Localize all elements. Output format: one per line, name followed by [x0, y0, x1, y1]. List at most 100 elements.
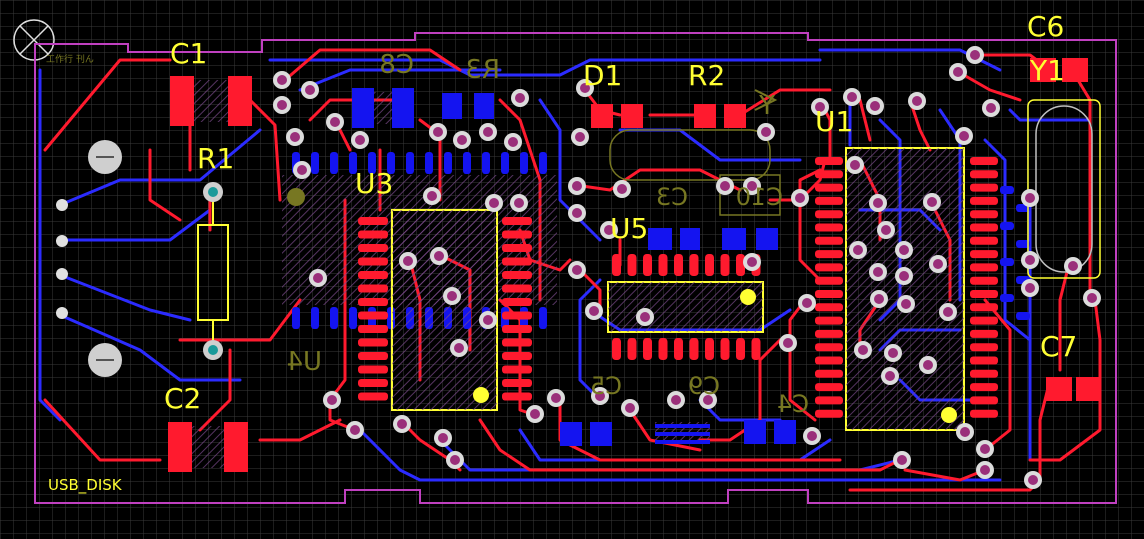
u5-pin: [705, 254, 714, 276]
label-r1: R1: [197, 142, 234, 175]
u1-pin: [970, 236, 998, 245]
u3-pin: [358, 257, 388, 266]
u1-pin: [970, 263, 998, 272]
via-hole: [483, 127, 493, 137]
u1-pin: [815, 396, 843, 405]
u5-pin: [643, 254, 652, 276]
u1-pin: [815, 409, 843, 418]
via-hole: [703, 395, 713, 405]
label-c1: C1: [170, 37, 207, 70]
u5-pin: [674, 338, 683, 360]
u4-pin: [311, 307, 319, 329]
usb-connector: [56, 140, 122, 377]
label-d1: D1: [583, 59, 622, 92]
via-hole: [897, 455, 907, 465]
u1-pin: [970, 223, 998, 232]
via-hole: [912, 96, 922, 106]
u1-pin: [970, 409, 998, 418]
u3-pin: [502, 311, 532, 320]
label-c10: C10: [736, 183, 783, 211]
via-hole: [551, 393, 561, 403]
label-c5: C5: [590, 372, 622, 400]
u1-pin: [970, 369, 998, 378]
u3-pin: [358, 311, 388, 320]
component-c8: [352, 88, 414, 128]
u1-pin: [970, 343, 998, 352]
u1-bottom-pin: [1016, 240, 1030, 248]
via-hole: [901, 299, 911, 309]
via-hole: [572, 181, 582, 191]
u5-pin: [751, 338, 761, 360]
u3-pin: [502, 325, 532, 333]
label-u1: U1: [815, 105, 853, 138]
via-hole: [530, 409, 540, 419]
via-hole: [960, 427, 970, 437]
via-hole: [959, 131, 969, 141]
via-hole: [927, 197, 937, 207]
label-u5: U5: [610, 212, 648, 245]
via-hole: [305, 85, 315, 95]
u3-pin: [358, 392, 388, 401]
fiducial-mark: [287, 188, 305, 206]
via-hole: [595, 391, 605, 401]
component-u1: [815, 147, 1030, 431]
via-hole: [330, 117, 340, 127]
u1-pin: [815, 196, 843, 205]
u3-pin: [358, 298, 388, 306]
u4-pin: [539, 152, 547, 174]
u1-pin: [970, 329, 998, 338]
via-hole: [747, 181, 757, 191]
u5-pin: [627, 338, 637, 360]
via-hole: [720, 181, 730, 191]
via-hole: [881, 225, 891, 235]
u5-pin: [612, 338, 621, 360]
board-name-label: USB_DISK: [48, 476, 123, 495]
u4-pin: [501, 152, 509, 174]
via-hole: [489, 198, 499, 208]
component-c4: [744, 420, 796, 444]
u1-pin: [970, 303, 998, 312]
component-c1: [170, 76, 252, 126]
component-c2: [168, 422, 248, 472]
via-hole: [943, 307, 953, 317]
via-hole: [873, 198, 883, 208]
u5-pin: [736, 338, 745, 360]
via-hole: [350, 425, 360, 435]
u3-pin: [358, 230, 388, 239]
u3-pin: [358, 325, 388, 333]
via-hole: [313, 273, 323, 283]
u1-pin: [815, 183, 843, 192]
via-hole: [850, 160, 860, 170]
u1-pin: [970, 290, 998, 298]
via-hole: [747, 257, 757, 267]
via-hole: [923, 360, 933, 370]
via-hole: [290, 132, 300, 142]
u5-pin: [658, 254, 668, 276]
via-hole: [625, 403, 635, 413]
u5-pin: [705, 338, 714, 360]
via-hole: [980, 465, 990, 475]
u5-pin: [658, 338, 668, 360]
component-r3: [442, 93, 494, 119]
via-hole: [297, 165, 307, 175]
u3-pin: [358, 379, 388, 387]
via-hole: [933, 259, 943, 269]
label-c3-top: C3: [656, 183, 688, 211]
via-hole: [783, 338, 793, 348]
u3-pin: [358, 271, 388, 279]
u3-pin: [358, 244, 388, 252]
u1-pin: [970, 157, 998, 165]
label-c8: C8: [379, 50, 414, 80]
u5-pin: [720, 338, 730, 360]
via-hole: [438, 433, 448, 443]
u3-pin: [502, 230, 532, 239]
u4-pin: [520, 152, 528, 174]
via-hole: [515, 93, 525, 103]
via-hole: [589, 306, 599, 316]
u4-pin: [406, 152, 414, 174]
via-hole: [815, 102, 825, 112]
via-hole: [403, 256, 413, 266]
via-hole: [604, 225, 614, 235]
via-hole: [355, 135, 365, 145]
